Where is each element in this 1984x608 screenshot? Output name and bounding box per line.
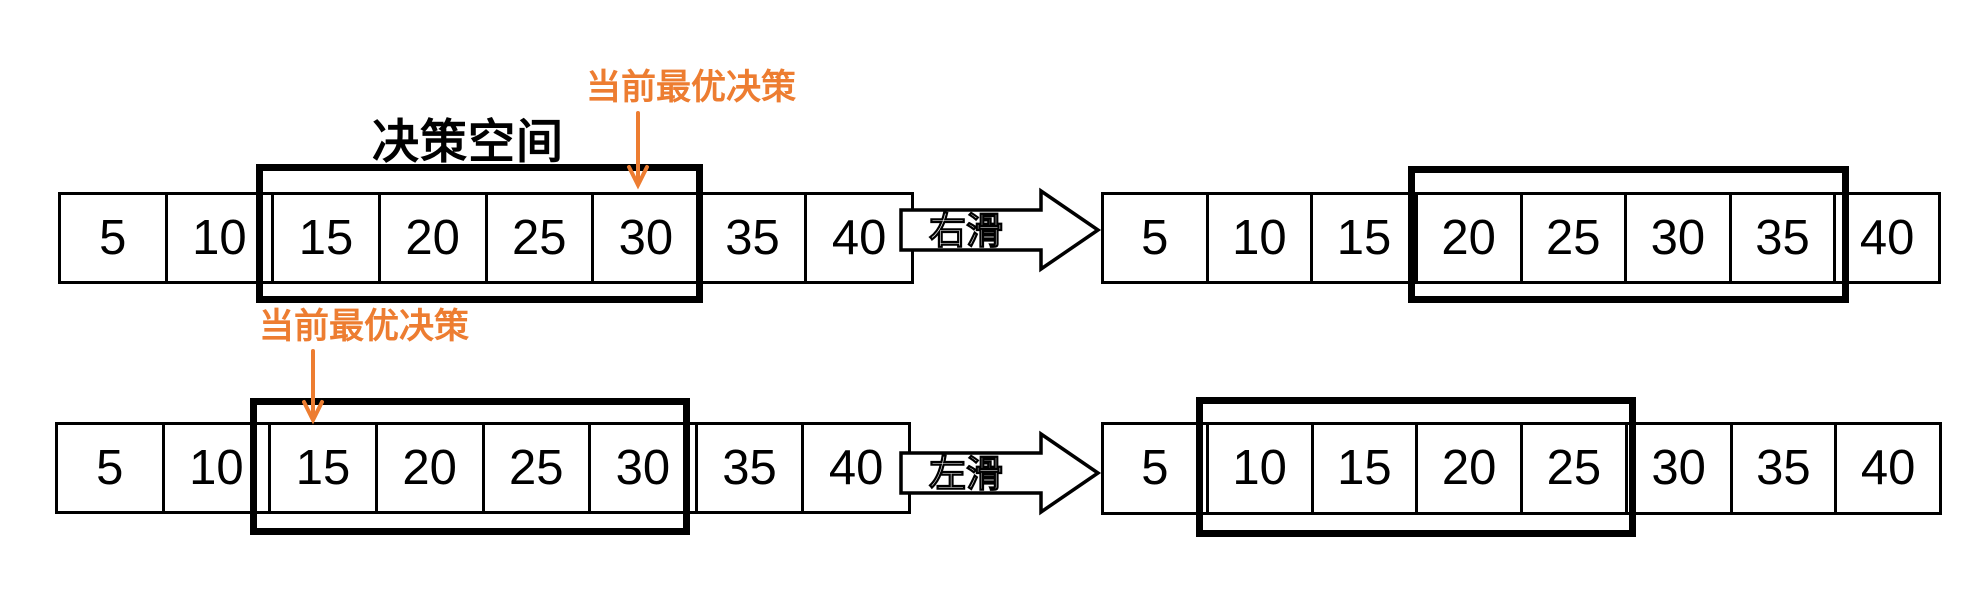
current-best-label-row1: 当前最优决策 [586, 68, 797, 107]
array-cell: 35 [1729, 425, 1835, 512]
array-cell: 5 [1141, 210, 1169, 265]
array-cell: 5 [1141, 441, 1169, 495]
array-cell: 20 [1414, 195, 1520, 281]
array-row1-after: 5 10 15 20 25 30 35 40 [1101, 192, 1941, 284]
array-cell: 25 [481, 425, 589, 511]
array-cell: 35 [1728, 195, 1834, 281]
decision-space-label: 决策空间 [372, 115, 564, 168]
array-row2-after: 5 10 15 20 25 30 35 40 [1101, 422, 1942, 515]
array-cell: 15 [271, 195, 378, 281]
array-cell: 30 [591, 195, 698, 281]
array-cell: 25 [484, 195, 592, 281]
array-cell: 10 [164, 195, 272, 281]
array-row1-before: 5 10 15 20 25 30 35 40 [58, 192, 914, 284]
array-cell: 35 [694, 425, 802, 511]
array-cell: 15 [1310, 425, 1416, 512]
array-cell: 40 [1833, 195, 1938, 281]
array-cell: 10 [1205, 195, 1311, 281]
array-cell: 15 [268, 425, 375, 511]
array-cell: 10 [1205, 425, 1311, 512]
array-cell: 20 [374, 425, 482, 511]
array-cell: 25 [1519, 195, 1625, 281]
current-best-arrow-row1 [627, 111, 649, 190]
slide-right-block-arrow [899, 187, 1102, 273]
array-cell: 40 [804, 195, 911, 281]
array-cell: 30 [1624, 195, 1729, 281]
array-row2-before: 5 10 15 20 25 30 35 40 [55, 422, 911, 514]
slide-left-block-arrow [899, 430, 1102, 516]
array-cell: 25 [1520, 425, 1625, 512]
slide-right-label: 右滑 [929, 211, 1003, 252]
array-cell: 40 [801, 425, 908, 511]
slide-left-label: 左滑 [929, 454, 1003, 495]
array-cell: 30 [1624, 425, 1730, 512]
array-cell: 40 [1834, 425, 1939, 512]
array-cell: 20 [377, 195, 485, 281]
current-best-arrow-row2 [302, 349, 324, 425]
array-cell: 5 [99, 210, 127, 265]
array-cell: 20 [1415, 425, 1520, 512]
array-cell: 35 [697, 195, 805, 281]
array-cell: 10 [161, 425, 269, 511]
array-cell: 30 [588, 425, 695, 511]
array-cell: 5 [96, 440, 124, 495]
current-best-label-row2: 当前最优决策 [259, 307, 470, 346]
array-cell: 15 [1310, 195, 1415, 281]
